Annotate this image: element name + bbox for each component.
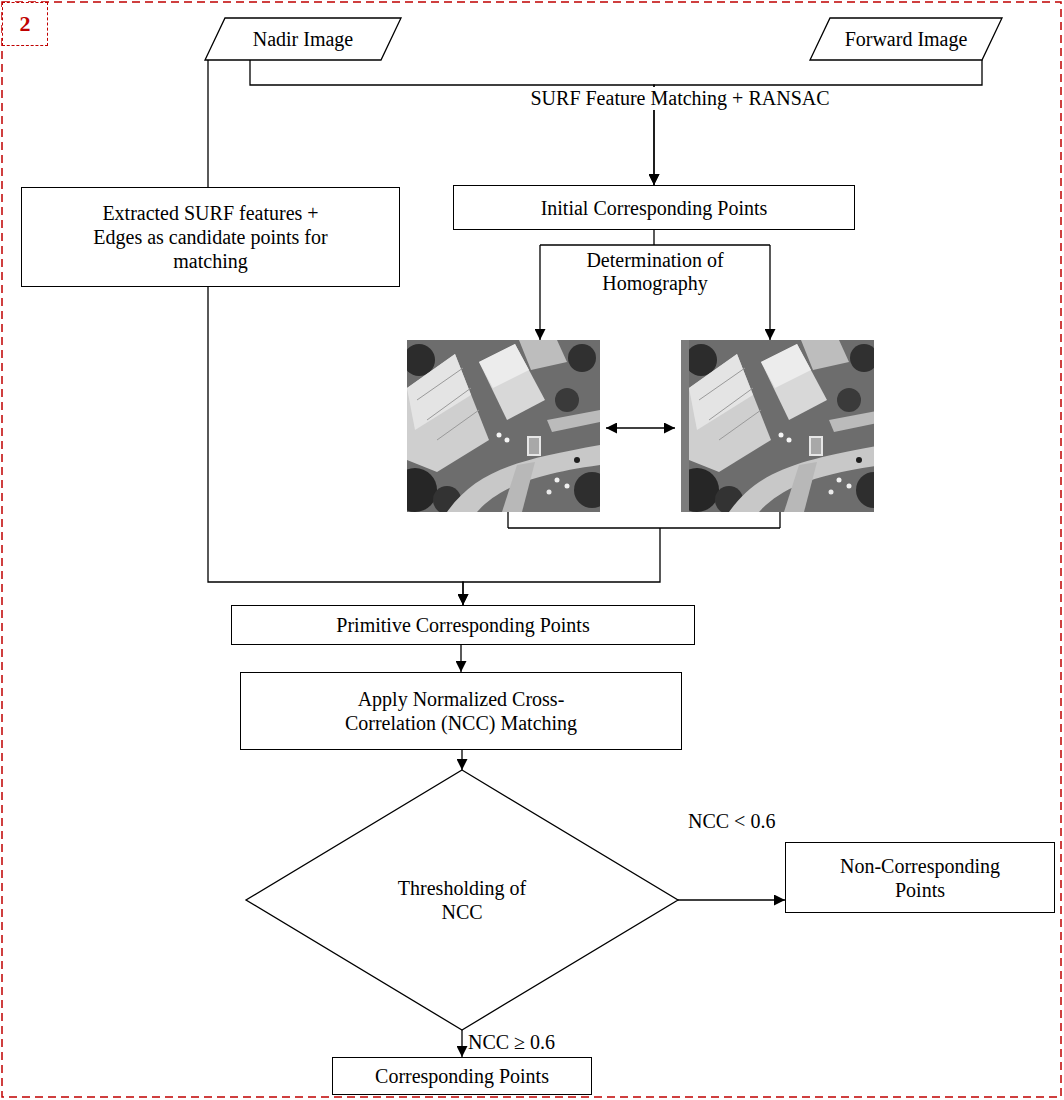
connector-line — [508, 527, 780, 528]
output-box: Non-Corresponding Points — [785, 842, 1055, 913]
connector-line — [250, 60, 654, 185]
input-parallelogram: Nadir Image — [205, 18, 401, 60]
process-box: Initial Corresponding Points — [453, 185, 855, 230]
text-block: Extracted SURF features + Edges as candi… — [76, 201, 346, 273]
connector — [208, 287, 463, 605]
edge-label: NCC < 0.6 — [688, 810, 775, 833]
process-box: Extracted SURF features + Edges as candi… — [21, 187, 400, 287]
aerial-image — [675, 340, 892, 514]
text-block: Thresholding of NCC — [382, 876, 542, 924]
aerial-image — [393, 340, 610, 514]
parallelogram-shape — [205, 18, 401, 60]
text-block: Primitive Corresponding Points — [336, 613, 589, 637]
node-text: Forward Image — [845, 27, 968, 51]
edge-label: Determination of Homography — [560, 249, 750, 295]
connector — [462, 750, 463, 770]
connector — [463, 230, 780, 605]
connector-line — [539, 245, 540, 340]
connector — [461, 645, 462, 672]
node-text: Nadir Image — [253, 27, 354, 51]
connector-line — [507, 512, 508, 528]
connector-line — [460, 645, 461, 672]
text-block: Apply Normalized Cross-Correlation (NCC)… — [321, 687, 601, 735]
text-block: 2 — [20, 11, 31, 37]
edge-label: NCC ≥ 0.6 — [468, 1031, 555, 1054]
section-number: 2 — [2, 2, 48, 46]
connector — [208, 60, 209, 187]
connector — [462, 1030, 463, 1057]
node-text: Primitive Corresponding Points — [336, 613, 589, 637]
text-block: Nadir Image — [253, 27, 354, 51]
node-text: Corresponding Points — [375, 1064, 549, 1088]
text-block: Corresponding Points — [375, 1064, 549, 1088]
node-text: Initial Corresponding Points — [541, 196, 768, 220]
connector-line — [207, 60, 208, 187]
connector — [654, 60, 982, 185]
text-block: Forward Image — [845, 27, 968, 51]
process-box: Apply Normalized Cross-Correlation (NCC)… — [240, 672, 682, 750]
connector-line — [769, 245, 770, 340]
input-parallelogram: Forward Image — [810, 18, 1002, 60]
step-label: SURF Feature Matching + RANSAC — [460, 87, 900, 110]
connector-line — [461, 1030, 462, 1057]
node-text: 2 — [20, 11, 31, 37]
connector-line — [461, 750, 462, 770]
connector — [250, 60, 654, 185]
node-text: Apply Normalized Cross-Correlation (NCC)… — [321, 687, 601, 735]
connector-line — [654, 60, 982, 185]
parallelogram-shape — [810, 18, 1002, 60]
connector-line — [208, 287, 463, 605]
correspondence-arrow — [606, 427, 675, 428]
connector-line — [678, 899, 785, 900]
process-box: Primitive Corresponding Points — [231, 605, 695, 645]
node-text: Extracted SURF features + Edges as candi… — [76, 201, 346, 273]
connector-line — [463, 528, 660, 605]
connector-line — [779, 512, 780, 528]
text-block: Initial Corresponding Points — [541, 196, 768, 220]
node-text: Non-Corresponding Points — [820, 854, 1020, 902]
output-box: Corresponding Points — [332, 1057, 592, 1095]
connector-line — [540, 244, 770, 245]
diamond-shape — [246, 770, 678, 1030]
diamond-outline — [246, 770, 678, 1030]
connector — [678, 900, 785, 901]
text-block: Non-Corresponding Points — [820, 854, 1020, 902]
connector-line — [653, 230, 654, 245]
decision-diamond: Thresholding of NCC — [246, 770, 678, 1030]
node-text: Thresholding of NCC — [382, 876, 542, 924]
